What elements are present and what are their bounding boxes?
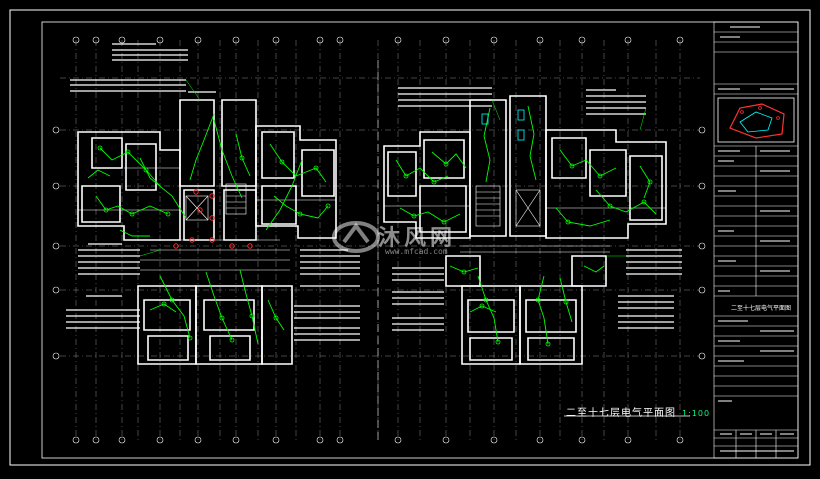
right-building-thin-walls bbox=[384, 185, 666, 253]
title-block-text-lines bbox=[718, 26, 794, 452]
watermark-url: www.mfcad.com bbox=[385, 247, 448, 256]
left-building-walls bbox=[77, 99, 337, 365]
drawing-title-text: 二至十七层电气平面图 bbox=[566, 408, 676, 419]
left-emergency-lights bbox=[173, 189, 253, 249]
right-fixtures bbox=[403, 161, 653, 347]
left-wiring-circuits bbox=[87, 113, 329, 345]
watermark-text: 沐风网 bbox=[378, 226, 457, 251]
left-fixtures bbox=[97, 145, 331, 343]
right-annotations bbox=[392, 87, 682, 331]
left-annotations bbox=[66, 43, 360, 341]
title-block bbox=[713, 21, 799, 459]
right-wiring-circuits bbox=[395, 105, 657, 345]
title-block-sheet-title: 二至十七层电气平面图 bbox=[731, 305, 792, 312]
left-building-thin-walls bbox=[78, 167, 336, 271]
drawing-title: 二至十七层电气平面图 1:100 bbox=[566, 404, 710, 419]
axis-bubbles bbox=[52, 36, 706, 444]
drawing-scale: 1:100 bbox=[682, 409, 711, 418]
key-plan-thumbnail bbox=[717, 97, 795, 143]
sheet-border bbox=[9, 9, 811, 466]
right-building-walls bbox=[383, 95, 667, 365]
leader-lines bbox=[139, 79, 647, 257]
right-risers bbox=[481, 109, 525, 141]
